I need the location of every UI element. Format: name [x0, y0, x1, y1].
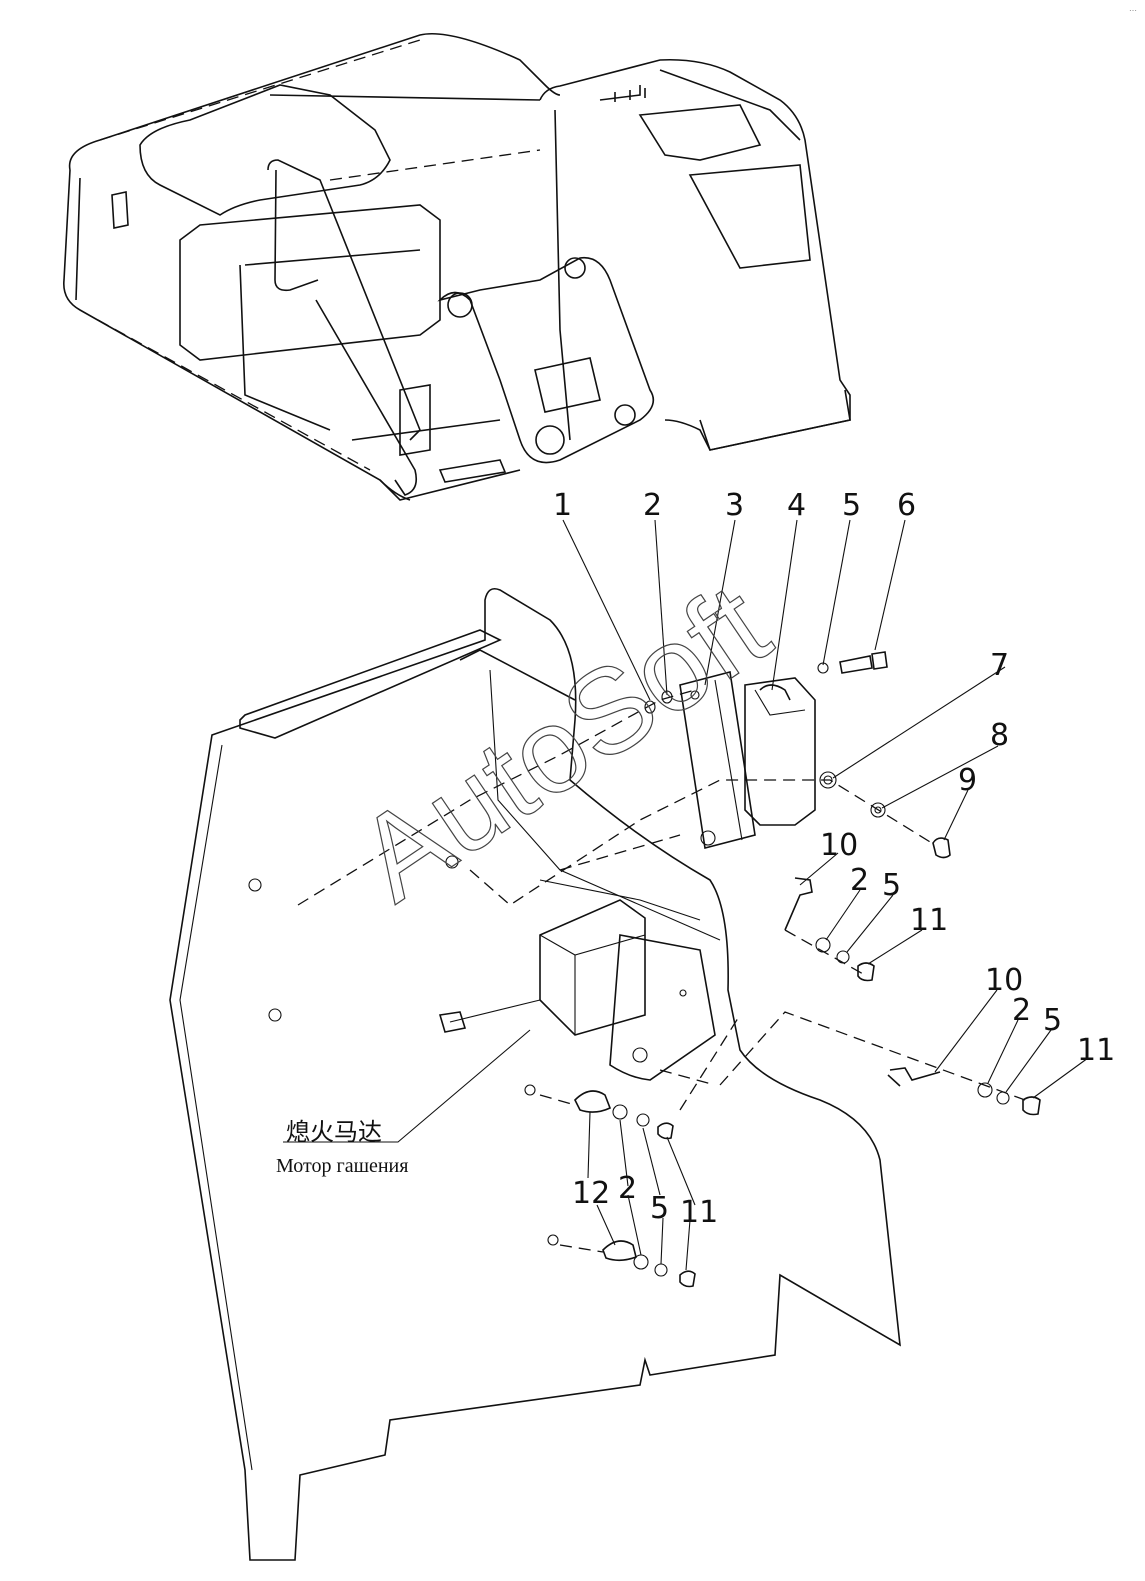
callout-10b: 10: [985, 963, 1023, 998]
corner-mark: …: [1129, 4, 1137, 13]
callout-11a: 11: [910, 903, 948, 938]
callout-2: 2: [643, 488, 662, 523]
callout-5d: 5: [650, 1191, 669, 1226]
callout-9: 9: [958, 763, 977, 798]
callout-3: 3: [725, 488, 744, 523]
callout-5: 5: [842, 488, 861, 523]
callout-11c: 11: [680, 1195, 718, 1230]
callout-labels: 1 2 3 4 5 6 7 8 9 10 2 5 11 10 2 5 11 12…: [553, 488, 1115, 1230]
callout-12: 12: [572, 1176, 610, 1211]
frame-assembly-drawing: [63, 32, 851, 501]
callout-8: 8: [990, 718, 1009, 753]
callout-2c: 2: [1012, 993, 1031, 1028]
callout-5b: 5: [882, 868, 901, 903]
callout-10a: 10: [820, 828, 858, 863]
caption-chinese: 熄火马达: [286, 1118, 382, 1146]
callout-11b: 11: [1077, 1033, 1115, 1068]
leader-lines: [283, 519, 1089, 1271]
callout-4: 4: [787, 488, 806, 523]
callout-2b: 2: [850, 863, 869, 898]
callout-6: 6: [897, 488, 916, 523]
callout-7: 7: [990, 648, 1009, 683]
callout-5c: 5: [1043, 1003, 1062, 1038]
callout-1: 1: [553, 488, 572, 523]
callout-2d: 2: [618, 1171, 637, 1206]
caption-russian: Мотор гашения: [276, 1155, 409, 1177]
side-panel-drawing: [169, 587, 1041, 1561]
